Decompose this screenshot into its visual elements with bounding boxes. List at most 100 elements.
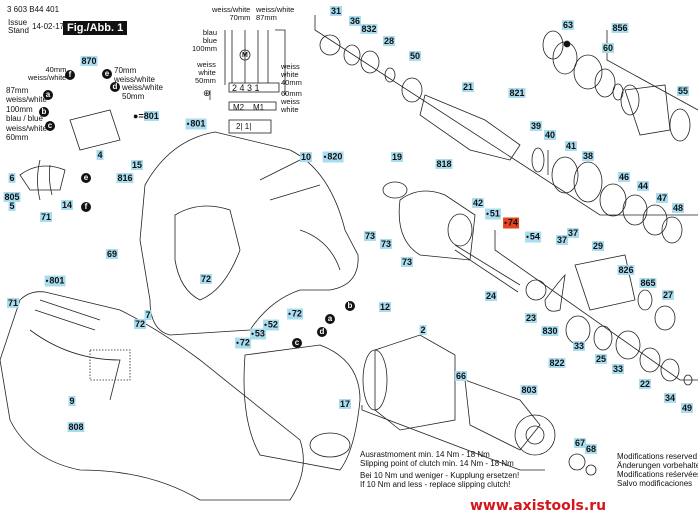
part-callout-856: 856 [611,23,629,33]
callout-number: 826 [618,265,634,275]
part-callout-801: •801 [185,118,207,130]
part-callout-821: 821 [508,88,526,98]
callout-number: 31 [330,6,342,16]
part-callout-15: 15 [130,160,144,170]
callout-number: 22 [639,379,651,389]
part-callout-36: 36 [348,16,362,26]
tag-c: c [45,121,55,131]
callout-number: 71 [7,298,19,308]
part-callout-71: 71 [6,298,20,308]
part-callout-21: 21 [461,82,475,92]
website-link[interactable]: www.axistools.ru [470,498,607,514]
tag-b-brush: b [345,301,355,311]
part-callout-39: 39 [529,121,543,131]
part-callout-50: 50 [408,51,422,61]
tag-a-brush: a [325,314,335,324]
part-callout-74: •74 [503,217,519,229]
bullet-icon: • [526,232,529,242]
callout-number: 4 [97,150,103,160]
callout-number: 66 [455,371,467,381]
tag-b: b [39,107,49,117]
callout-number: 49 [681,403,693,413]
callout-number: 10 [300,152,312,162]
part-callout-67: 67 [573,438,587,448]
callout-number: 69 [106,249,118,259]
callout-number: 38 [582,151,594,161]
part-callout-55: 55 [676,86,690,96]
part-callout-12: 12 [378,302,392,312]
part-callout-4: 4 [96,150,104,160]
callout-number: 830 [542,326,558,336]
part-callout-803: 803 [520,385,538,395]
bullet-icon: • [264,320,267,330]
circuit-m1: M1 [253,103,265,112]
callout-number: 67 [574,438,586,448]
callout-number: 74 [507,217,518,228]
callout-number: 832 [361,24,377,34]
switch [69,109,121,151]
part-callout-40: 40 [543,130,557,140]
tag-d: d [110,82,120,92]
callout-number: 63 [562,20,574,30]
lower-housing [0,291,304,501]
callout-number: 28 [383,36,395,46]
callout-number: 14 [61,200,73,210]
callout-number: 40 [544,130,556,140]
callout-number: 73 [401,257,413,267]
part-callout-805: 805 [3,192,21,202]
callout-number: 51 [489,208,500,219]
part-callout-68: 68 [584,444,598,454]
gear-housing [398,190,476,261]
part-callout-22: 22 [638,379,652,389]
callout-number: 29 [592,241,604,251]
circuit-bottom: 2| 1| [236,122,252,131]
callout-number: 73 [364,231,376,241]
part-callout-801: •801 [44,275,66,287]
callout-number: 34 [664,393,676,403]
callout-number: 54 [529,231,540,242]
callout-number: 21 [462,82,474,92]
legend-801: ●=801 [133,111,159,121]
callout-number: 23 [525,313,537,323]
callout-number: 801 [190,118,206,129]
part-callout-52: •52 [263,319,279,331]
motor-symbol: M [242,52,248,59]
part-callout-826: 826 [617,265,635,275]
part-callout-830: 830 [541,326,559,336]
circuit-m2: M2 [233,103,245,112]
part-callout-10: 10 [299,152,313,162]
armature [464,379,541,451]
bullet-icon: • [251,329,254,339]
circuit-terminals: 2 4 3 1 [232,83,260,93]
equals: = [138,111,144,121]
part-number: 3 603 B44 401 [7,5,60,14]
callout-number: 803 [521,385,537,395]
tag-f: f [65,70,75,80]
callout-number: 9 [69,396,75,406]
callout-number: 821 [509,88,525,98]
callout-number: 50 [409,51,421,61]
callout-number: 44 [637,181,649,191]
tag-e: e [102,69,112,79]
part-callout-46: 46 [617,172,631,182]
callout-number: 71 [40,212,52,222]
callout-number: 2 [420,325,426,335]
callout-number: 37 [567,228,579,238]
part-callout-47: 47 [655,193,669,203]
tag-f-terminal: f [81,202,91,212]
callout-number: 820 [327,151,343,162]
circuit-diagram [209,29,286,134]
callout-number: 72 [239,337,250,348]
bullet-icon: • [288,309,291,319]
tube [574,254,636,311]
callout-number: 42 [472,198,484,208]
callout-number: 68 [585,444,597,454]
part-callout-72: •72 [235,337,251,349]
figure-label: Fig./Abb. 1 [63,21,128,35]
callout-number: 73 [380,239,392,249]
part-callout-60: 60 [601,43,615,53]
